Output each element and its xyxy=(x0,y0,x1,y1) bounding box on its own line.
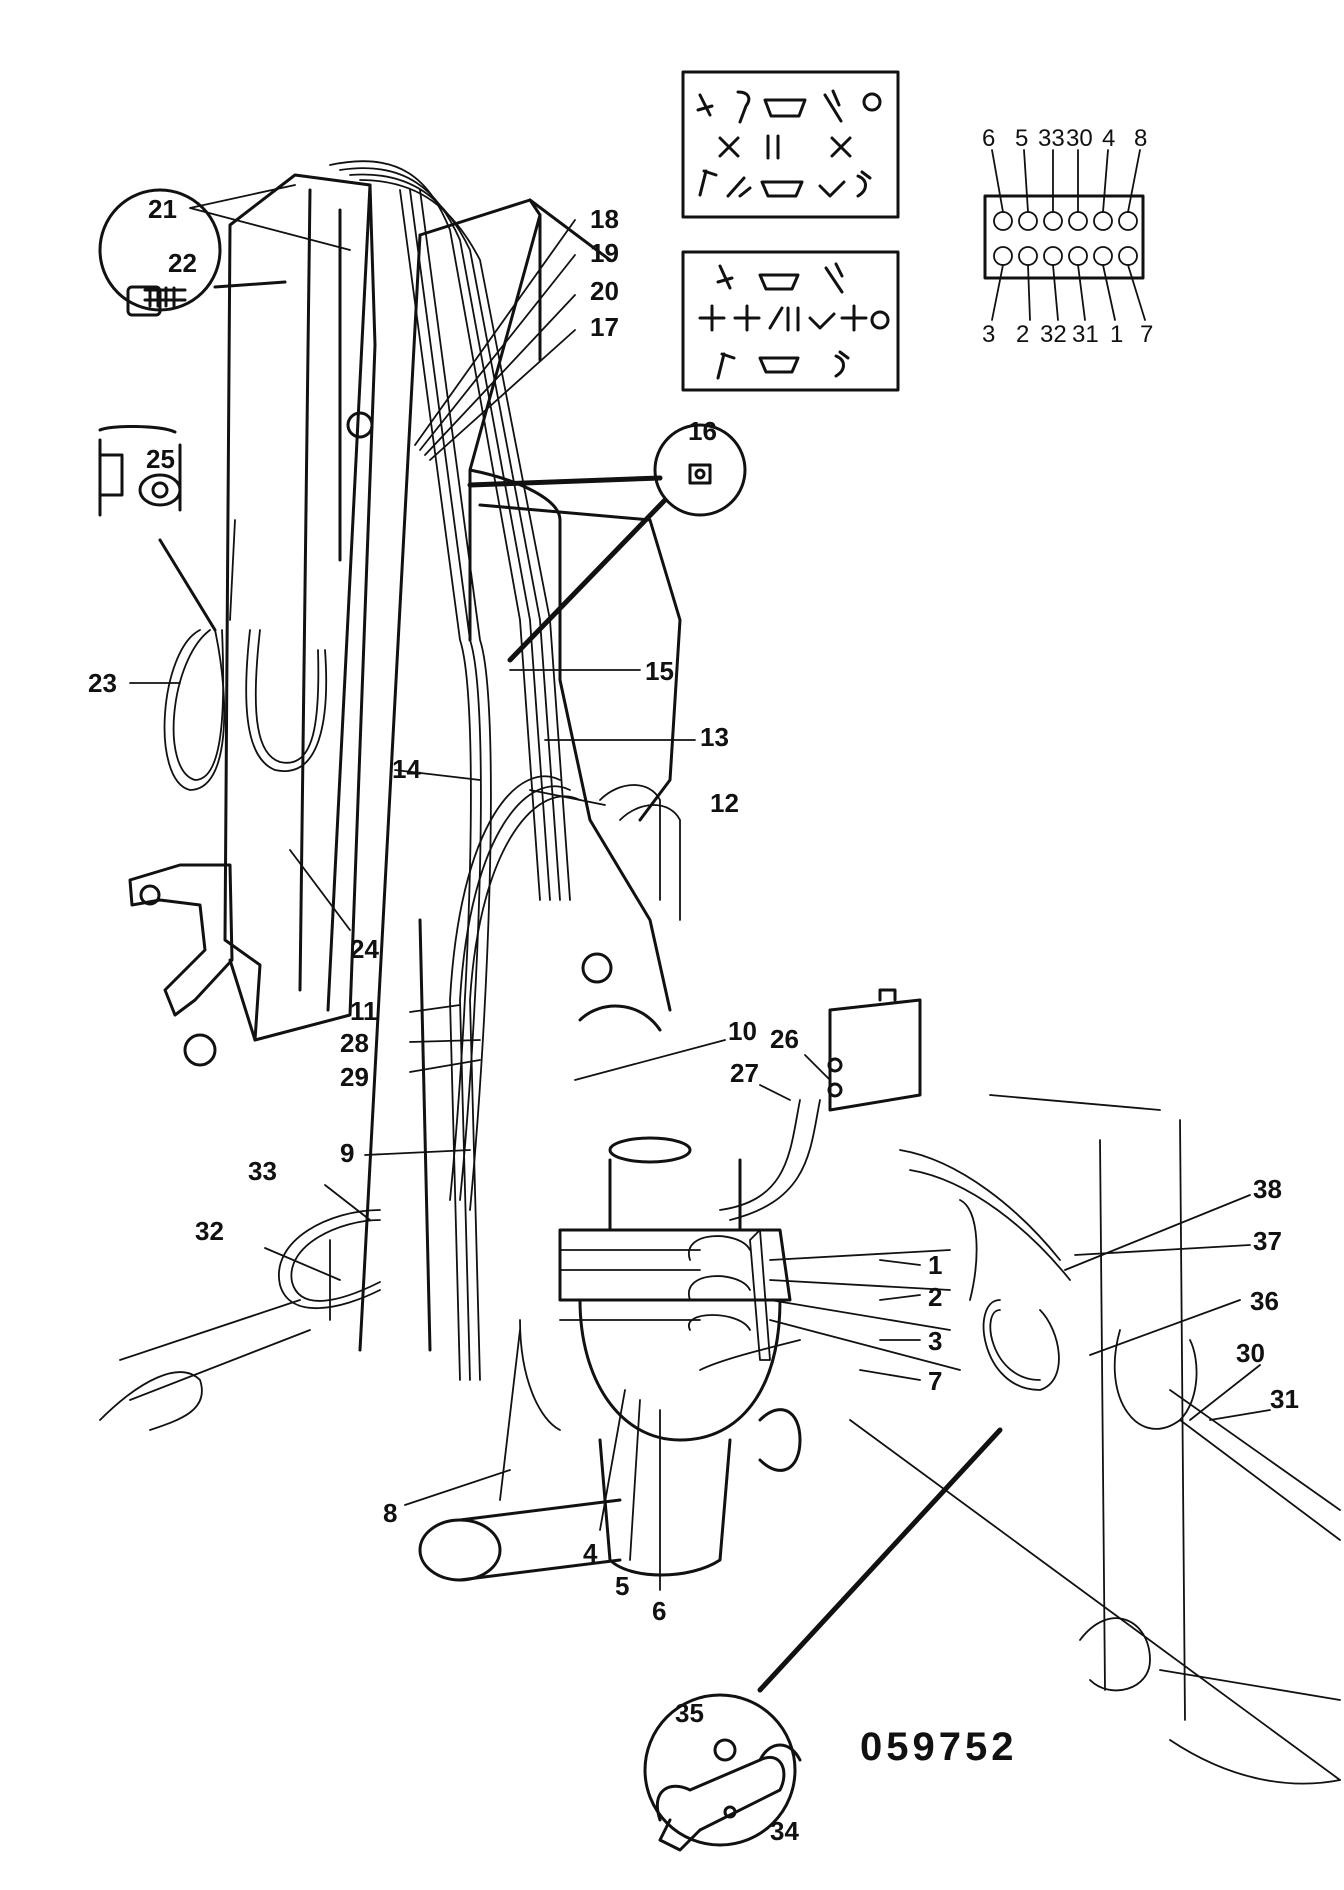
callout-22: 22 xyxy=(168,248,197,278)
callout-17: 17 xyxy=(590,312,619,342)
callout-21: 21 xyxy=(148,194,177,224)
control-box xyxy=(827,988,922,1112)
callout-26: 26 xyxy=(770,1024,799,1054)
connector-top-pin: 8 xyxy=(1134,125,1147,152)
detail-circle-16 xyxy=(467,423,747,663)
callout-36: 36 xyxy=(1250,1286,1279,1316)
callout-24: 24 xyxy=(350,934,379,964)
valve-hose-loops xyxy=(499,1099,961,1501)
electrical-connector: 6 5 33 30 4 8 3 2 32 31 1 7 xyxy=(982,125,1153,348)
connector-top-pin: 4 xyxy=(1102,125,1115,152)
callout-30: 30 xyxy=(1236,1338,1265,1368)
stabilizer-frame xyxy=(849,1094,1341,1785)
connector-bottom-pin: 1 xyxy=(1110,321,1123,348)
dipper-ram-hoses xyxy=(163,519,328,791)
callout-18: 18 xyxy=(590,204,619,234)
control-pattern-decal-2 xyxy=(681,250,900,392)
callout-37: 37 xyxy=(1253,1226,1282,1256)
connector-bottom-pin: 7 xyxy=(1140,321,1153,348)
callout-labels: 21 22 25 23 24 18 19 20 17 16 15 13 12 1… xyxy=(88,194,1299,1846)
callout-20: 20 xyxy=(590,276,619,306)
callout-33: 33 xyxy=(248,1156,277,1186)
callout-11: 11 xyxy=(350,996,378,1026)
callout-12: 12 xyxy=(710,788,739,818)
callout-8: 8 xyxy=(383,1498,397,1528)
callout-34: 34 xyxy=(770,1816,799,1846)
callout-31: 31 xyxy=(1270,1384,1299,1414)
boom xyxy=(358,198,682,1352)
callout-32: 32 xyxy=(195,1216,224,1246)
callout-29: 29 xyxy=(340,1062,369,1092)
drawing-reference: 059752 xyxy=(860,1725,1017,1769)
connector-bottom-pin: 2 xyxy=(1016,321,1029,348)
callout-13: 13 xyxy=(700,722,729,752)
callout-35: 35 xyxy=(675,1698,704,1728)
callout-4: 4 xyxy=(583,1538,598,1568)
callout-25: 25 xyxy=(146,444,175,474)
slew-hoses xyxy=(99,1209,381,1431)
callout-leaders xyxy=(129,184,1271,1591)
callout-23: 23 xyxy=(88,668,117,698)
connector-bottom-pin: 32 xyxy=(1040,321,1067,348)
connector-top-pin: 33 xyxy=(1038,125,1065,152)
callout-2: 2 xyxy=(928,1282,942,1312)
callout-15: 15 xyxy=(645,656,674,686)
connector-top-pin: 6 xyxy=(982,125,995,152)
kingpost-valve-area xyxy=(418,1136,802,1582)
detail-circle-34-35 xyxy=(643,1427,1003,1852)
boom-hose-bundle xyxy=(329,160,681,1381)
control-pattern-decal-1 xyxy=(681,70,900,219)
callout-28: 28 xyxy=(340,1028,369,1058)
callout-14: 14 xyxy=(392,754,421,784)
connector-bottom-pin: 31 xyxy=(1072,321,1099,348)
callout-19: 19 xyxy=(590,238,619,268)
detail-circle-22 xyxy=(98,188,287,317)
callout-38: 38 xyxy=(1253,1174,1282,1204)
connector-bottom-pin: 3 xyxy=(982,321,995,348)
callout-6: 6 xyxy=(652,1596,666,1626)
callout-5: 5 xyxy=(615,1571,629,1601)
callout-1: 1 xyxy=(928,1250,942,1280)
callout-27: 27 xyxy=(730,1058,759,1088)
callout-7: 7 xyxy=(928,1366,942,1396)
callout-10: 10 xyxy=(728,1016,757,1046)
connector-top-pin: 5 xyxy=(1015,125,1028,152)
dipper-arm xyxy=(128,173,377,1067)
callout-3: 3 xyxy=(928,1326,942,1356)
connector-top-pin: 30 xyxy=(1066,125,1093,152)
callout-16: 16 xyxy=(688,416,717,446)
callout-9: 9 xyxy=(340,1138,354,1168)
detail-circle-25 xyxy=(98,424,217,632)
